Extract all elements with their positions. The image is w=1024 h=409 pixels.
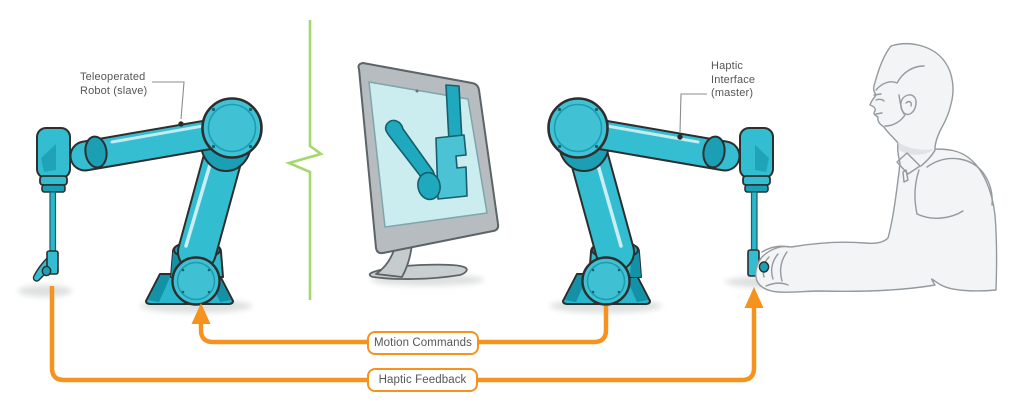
- label-leader-lines: [152, 81, 707, 133]
- haptic-feedback-badge: Haptic Feedback: [367, 368, 478, 392]
- slave-robot-label: Teleoperated Robot (slave): [80, 71, 148, 97]
- connection-break-line-icon: [285, 20, 324, 300]
- operator-silhouette: [755, 43, 998, 293]
- ground-shadows: [18, 274, 865, 313]
- leader-dot-master: [677, 134, 683, 140]
- monitor-stand-neck: [375, 242, 413, 278]
- operator-illustration: [755, 43, 998, 293]
- onscreen-robot-graphic: [384, 84, 468, 201]
- monitor-icon: [357, 62, 500, 280]
- monitor-camera-dot: [415, 89, 419, 93]
- monitor-screen: [368, 81, 488, 228]
- motion-commands-badge: Motion Commands: [367, 331, 479, 355]
- master-interface-label: Haptic Interface (master): [711, 60, 756, 99]
- arrowhead-up: [744, 287, 764, 308]
- leader-dot-slave: [178, 121, 184, 127]
- haptic-interface-illustration: [547, 97, 774, 306]
- arrowhead-up: [191, 303, 211, 324]
- teleoperated-robot-illustration: [32, 97, 263, 306]
- handle-knob: [758, 261, 770, 273]
